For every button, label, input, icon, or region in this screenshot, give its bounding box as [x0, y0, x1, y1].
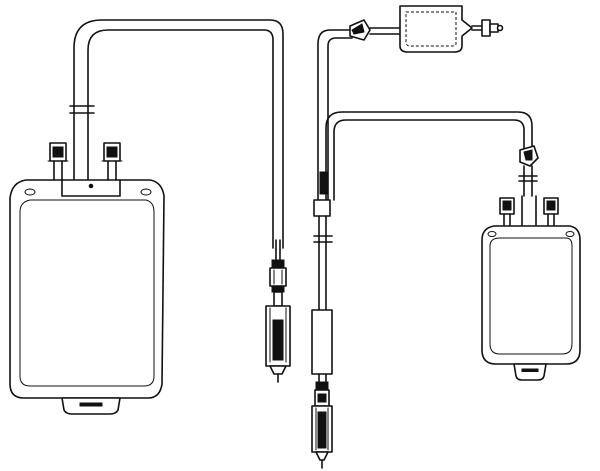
primary-bag-body [9, 179, 165, 415]
inline-connector [313, 171, 333, 311]
secondary-assembly [311, 5, 581, 469]
branch-tubing-to-satellite [325, 111, 533, 201]
primary-bag-port-right [101, 142, 123, 181]
primary-bag-port-left [47, 142, 69, 181]
donor-needle-assembly [311, 381, 333, 469]
satellite-bag [481, 195, 581, 381]
spike-connector [349, 19, 401, 41]
tubing-clamp-ring [69, 105, 95, 114]
additive-solution-bag [399, 5, 504, 53]
primary-bag-tubing [73, 19, 284, 249]
satellite-roller-clamp [518, 145, 539, 197]
inline-filter [311, 309, 333, 393]
primary-needle-assembly [265, 239, 291, 383]
satellite-bag-port-left [499, 197, 515, 231]
main-vertical-tubing [317, 29, 353, 201]
primary-bag-assembly [9, 19, 291, 415]
